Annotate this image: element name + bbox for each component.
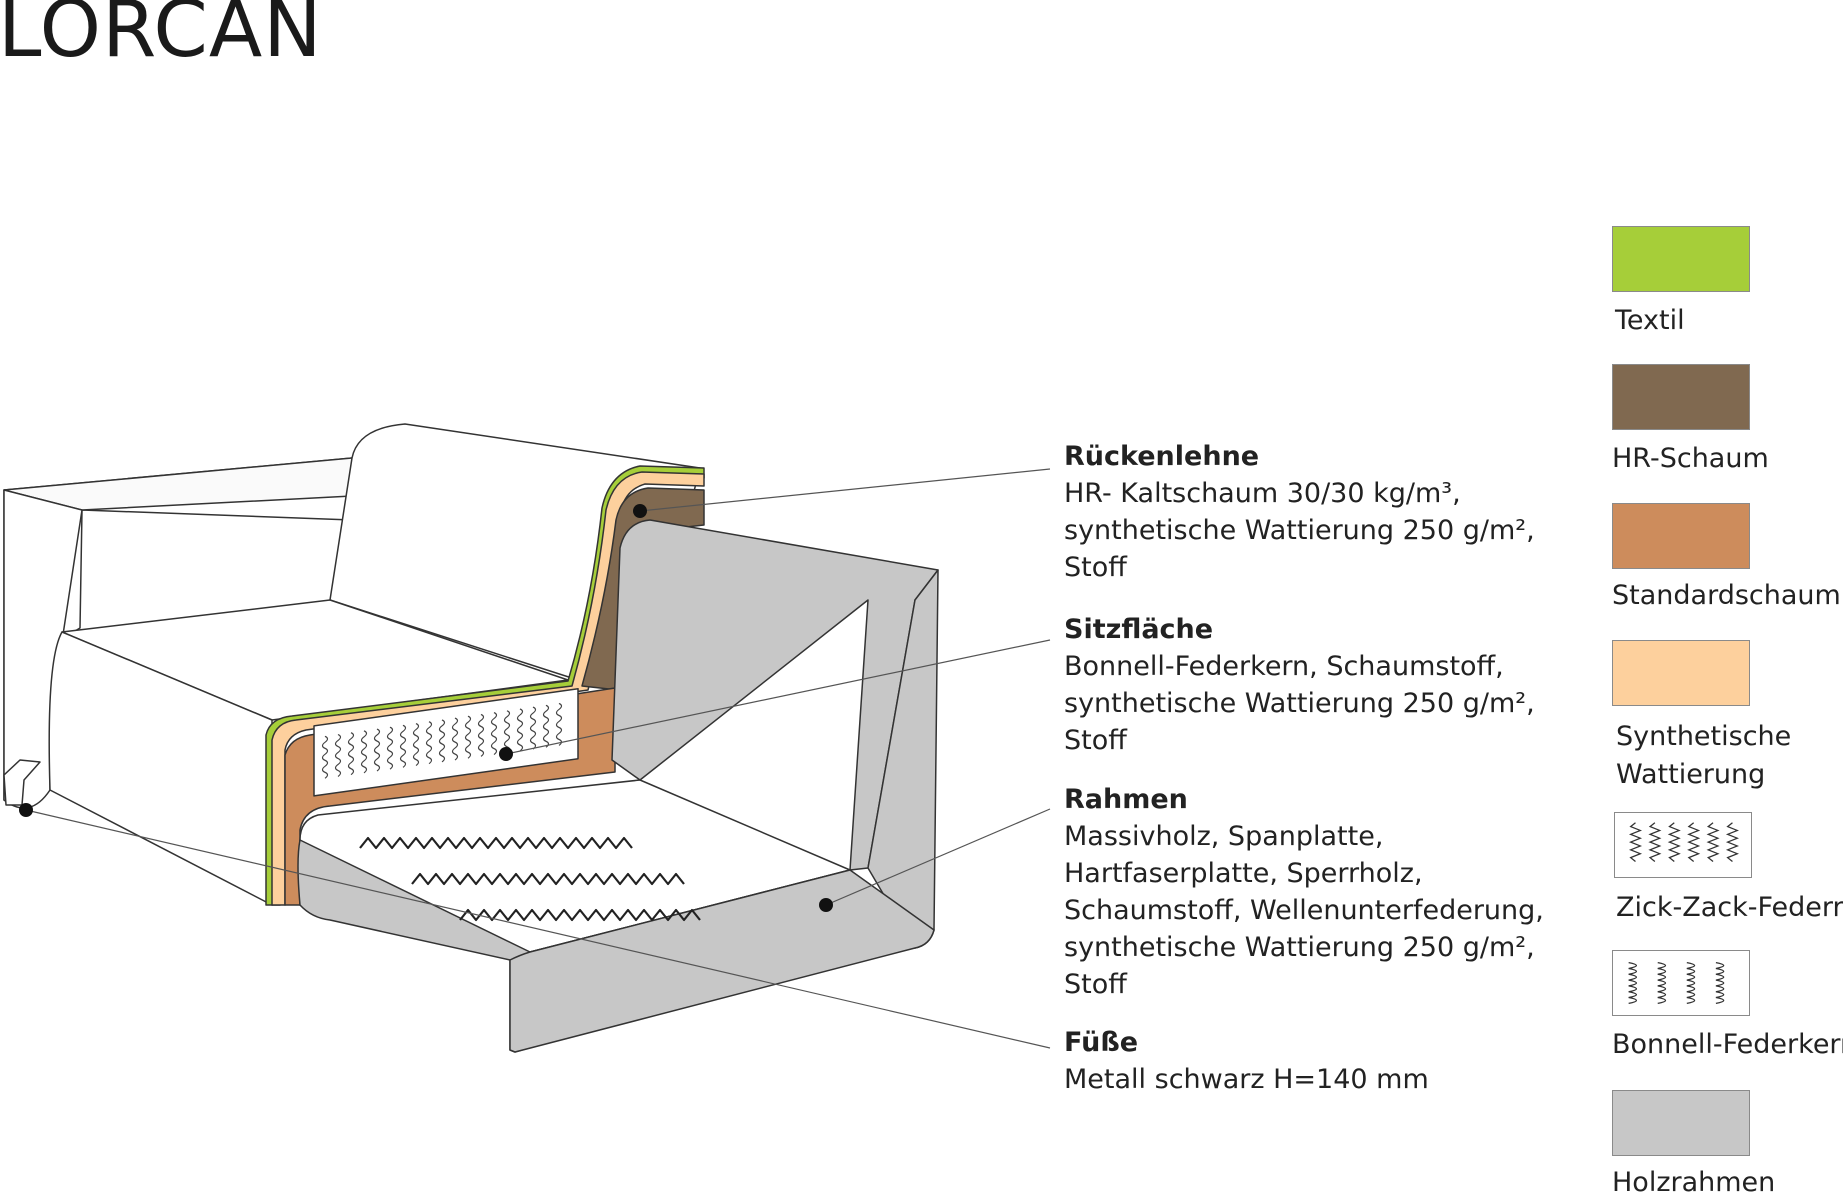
- leader-back: [639, 468, 1051, 512]
- callout-seat: Sitzfläche Bonnell-Federkern, Schaumstof…: [1064, 611, 1535, 759]
- legend-swatch-hr-schaum: [1612, 364, 1750, 430]
- frame-back-panel: [611, 519, 939, 871]
- callout-heading: Rückenlehne: [1064, 441, 1260, 472]
- legend-swatch-textil: [1612, 226, 1750, 292]
- legend-swatch-zigzag-springs: [1614, 812, 1752, 878]
- callout-line: Stoff: [1064, 969, 1127, 1000]
- callout-line: Schaumstoff, Wellenunterfederung,: [1064, 895, 1544, 926]
- callout-line: Stoff: [1064, 552, 1127, 583]
- callout-line: Bonnell-Federkern, Schaumstoff,: [1064, 651, 1504, 682]
- callout-heading: Füße: [1064, 1027, 1139, 1058]
- legend-label: Bonnell-Federkern: [1612, 1029, 1843, 1060]
- legend-swatch-wattierung: [1612, 640, 1750, 706]
- seat-cushion-front: [48, 631, 273, 906]
- legend-label: Zick-Zack-Federn: [1616, 892, 1843, 923]
- callout-line: synthetische Wattierung 250 g/m²,: [1064, 515, 1535, 546]
- leader-seat: [505, 639, 1051, 755]
- legend-swatch-standardschaum: [1612, 503, 1750, 569]
- callout-line: synthetische Wattierung 250 g/m²,: [1064, 932, 1535, 963]
- legend-label: Holzrahmen: [1612, 1167, 1776, 1198]
- bonnell-spring-box: [313, 688, 579, 797]
- wattierung-layer: [271, 471, 705, 906]
- callout-feet: Füße Metall schwarz H=140 mm: [1064, 1024, 1429, 1098]
- page-title: LORCAN: [0, 0, 323, 75]
- legend-label: Wattierung: [1616, 759, 1766, 790]
- callout-line: Massivholz, Spanplatte,: [1064, 821, 1384, 852]
- legend-label: Textil: [1615, 305, 1685, 336]
- callout-heading: Rahmen: [1064, 784, 1188, 815]
- dot-back: [633, 504, 647, 518]
- dot-frame: [819, 898, 833, 912]
- legend-swatch-bonnell-coils: [1612, 950, 1750, 1016]
- callout-back: Rückenlehne HR- Kaltschaum 30/30 kg/m³, …: [1064, 438, 1535, 586]
- callout-line: Metall schwarz H=140 mm: [1064, 1064, 1429, 1095]
- zigzag-springs: [359, 836, 701, 922]
- dot-seat: [499, 747, 513, 761]
- callout-line: HR- Kaltschaum 30/30 kg/m³,: [1064, 478, 1461, 509]
- leader-feet: [25, 809, 1051, 1049]
- leader-frame: [825, 808, 1051, 906]
- legend-label: HR-Schaum: [1612, 443, 1769, 474]
- legend-label: Synthetische: [1616, 721, 1792, 752]
- callout-line: Stoff: [1064, 725, 1127, 756]
- bonnell-coils: [321, 702, 563, 779]
- callout-heading: Sitzfläche: [1064, 614, 1214, 645]
- legend-label: Standardschaum: [1612, 580, 1841, 611]
- legend-swatch-holzrahmen: [1612, 1090, 1750, 1156]
- dot-feet: [19, 803, 33, 817]
- callout-line: synthetische Wattierung 250 g/m²,: [1064, 688, 1535, 719]
- callout-frame: Rahmen Massivholz, Spanplatte, Hartfaser…: [1064, 781, 1544, 1003]
- frame-front-rail: [509, 869, 935, 1053]
- callout-line: Hartfaserplatte, Sperrholz,: [1064, 858, 1423, 889]
